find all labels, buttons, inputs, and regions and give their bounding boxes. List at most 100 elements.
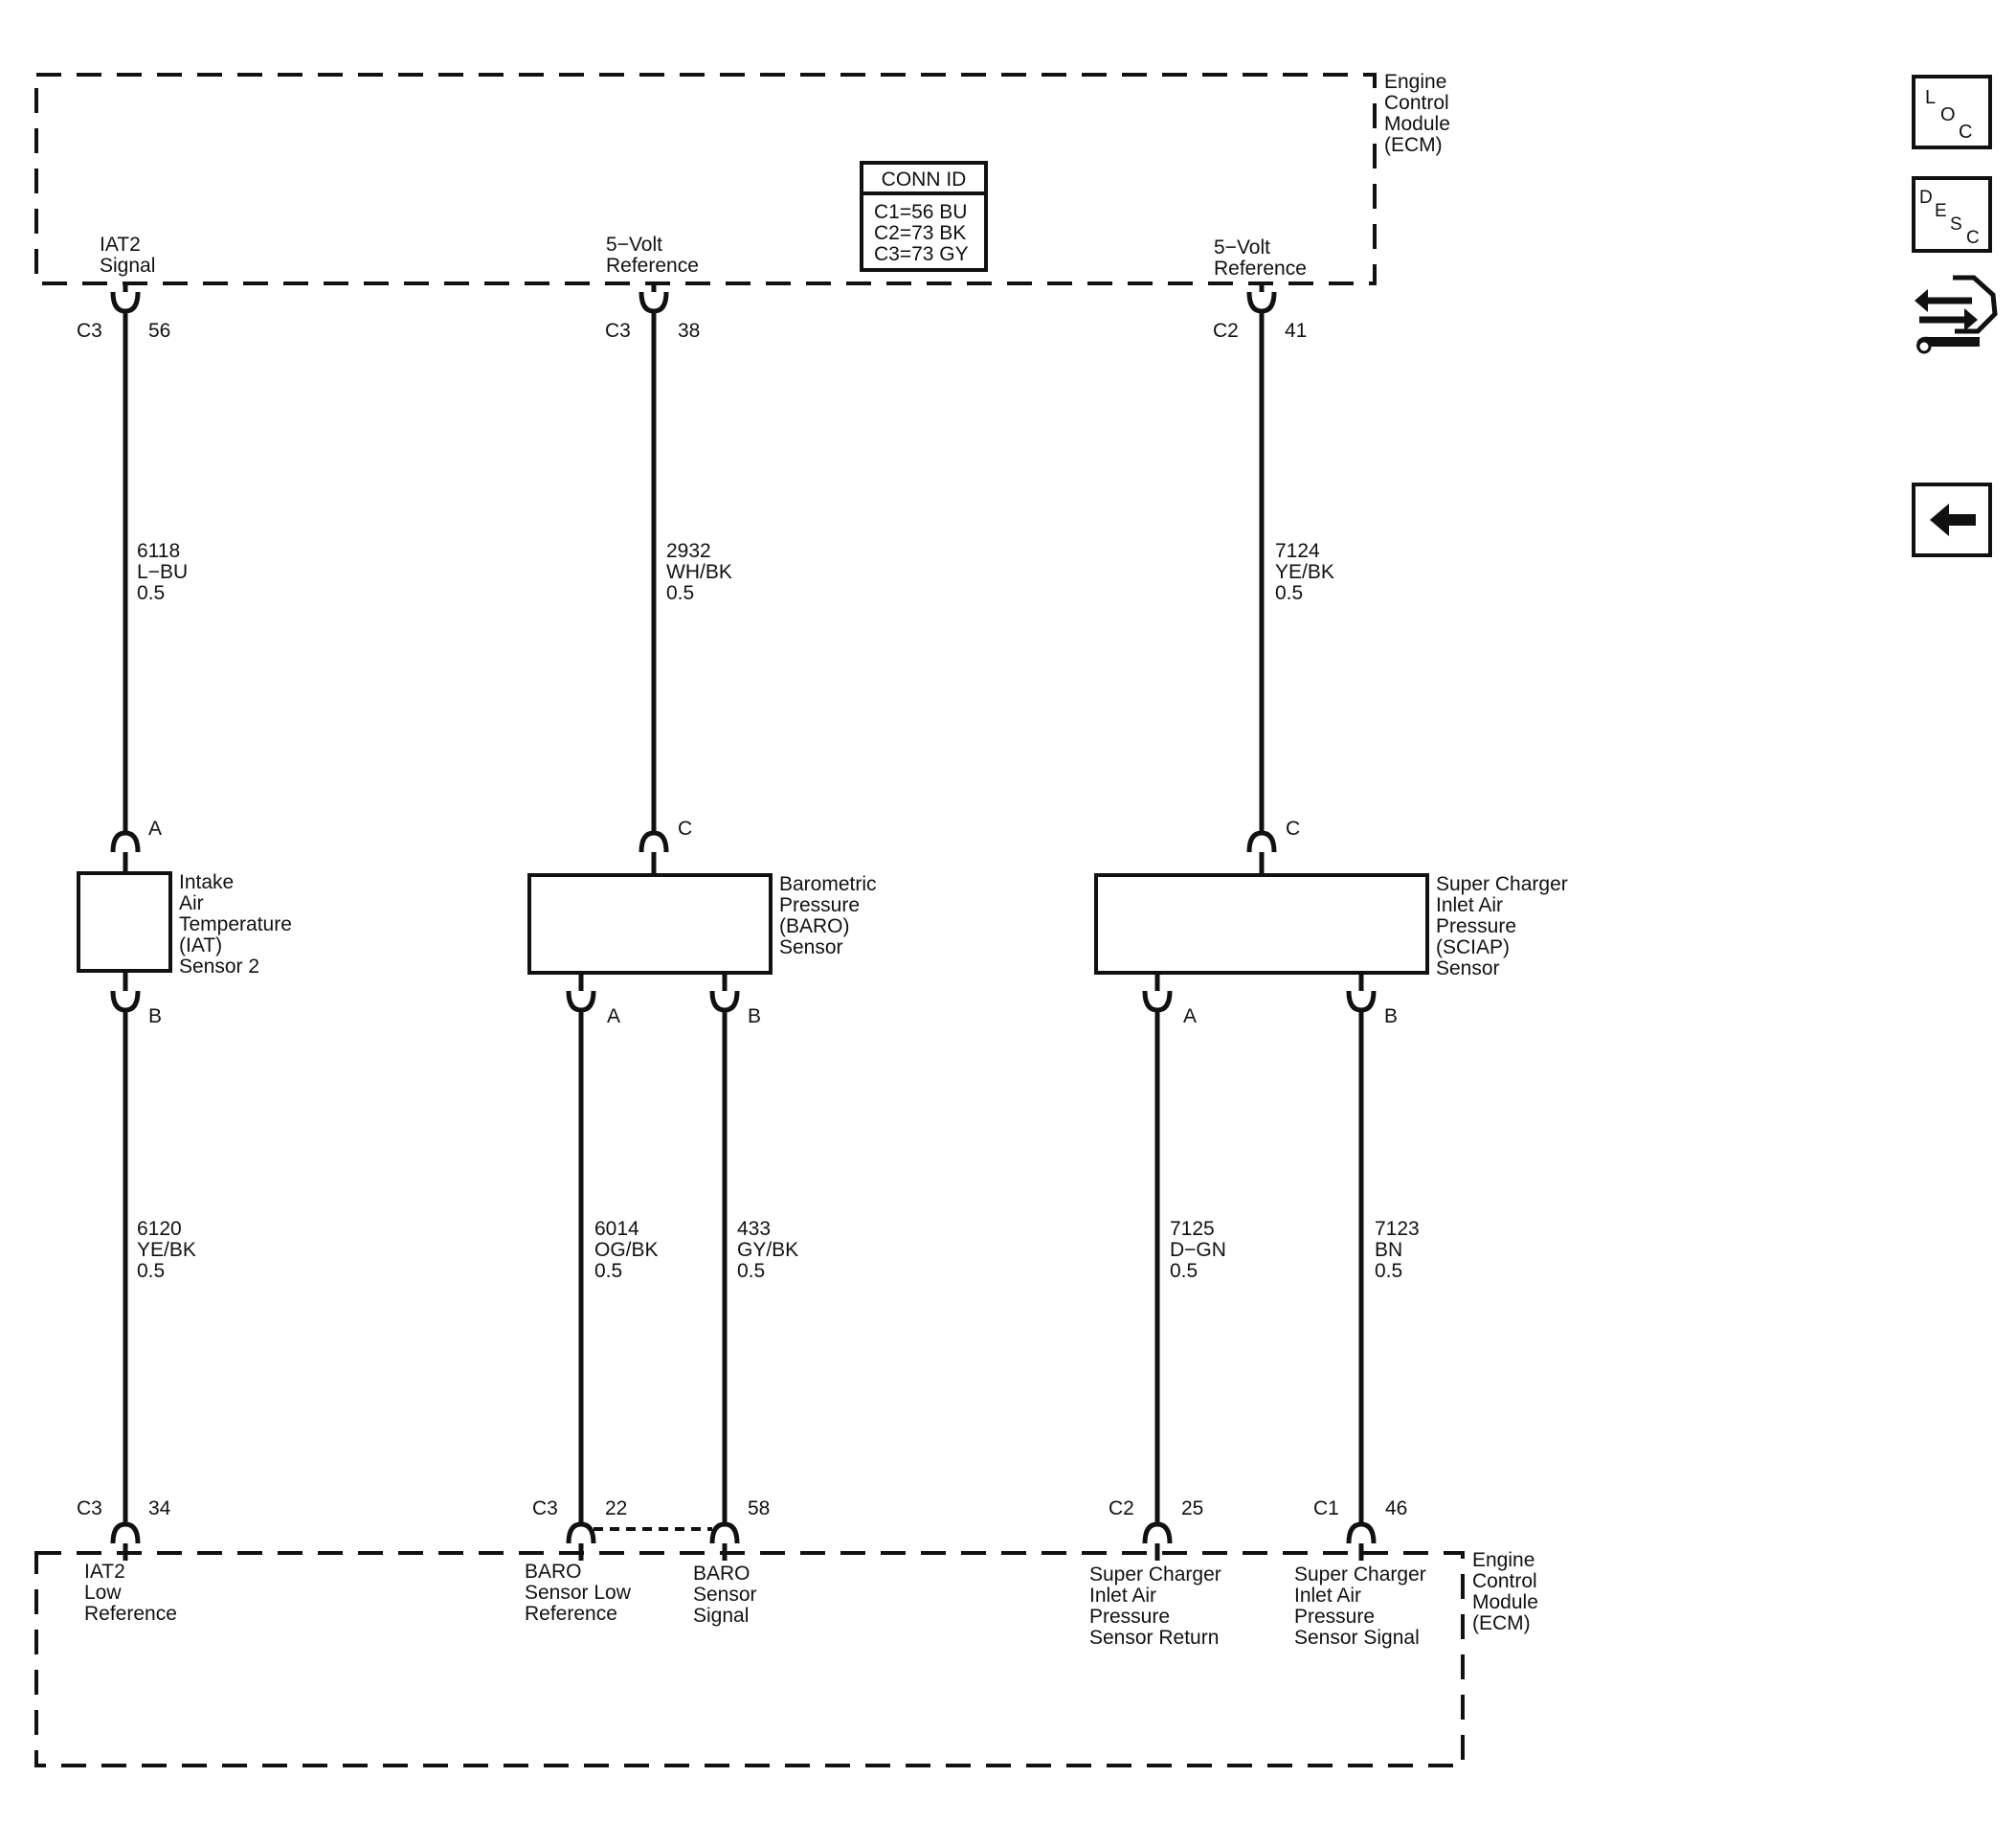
ecm-bottom-pin4-label-line4: Sensor Return <box>1089 1627 1219 1649</box>
ecm-bottom-pin2-label-line3: Reference <box>525 1603 617 1625</box>
sciap-sensor: Super Charger Inlet Air Pressure (SCIAP)… <box>1094 873 1568 979</box>
wire-6118-gauge: 0.5 <box>137 582 165 604</box>
ecm-bottom-pin5-label-line4: Sensor Signal <box>1294 1627 1420 1649</box>
ecm-bottom-pin1-label-line2: Low <box>84 1582 122 1604</box>
ecm-bottom-label-line3: Module <box>1472 1591 1538 1613</box>
wire-6014-color: OG/BK <box>594 1239 659 1261</box>
conn-id-row-c3: C3=73 GY <box>874 243 969 265</box>
back-button[interactable] <box>1912 483 1992 557</box>
iat-sensor-pin-b: B <box>148 1005 162 1027</box>
ecm-bottom-pin1-label-line1: IAT2 <box>84 1561 125 1583</box>
ecm-top-pin3-label-line2: Reference <box>1214 258 1307 280</box>
svg-text:D: D <box>1919 188 1933 208</box>
ecm-bottom-pin2-label-line2: Sensor Low <box>525 1582 632 1604</box>
iat-sensor: Intake Air Temperature (IAT) Sensor 2 <box>77 871 292 978</box>
ecm-top-pin1-label-line1: IAT2 <box>100 234 141 256</box>
ecm-bottom-pin5-label-line2: Inlet Air <box>1294 1585 1361 1607</box>
svg-text:L: L <box>1925 87 1936 108</box>
svg-text:S: S <box>1950 214 1962 235</box>
wire-6014-circuit: 6014 <box>594 1218 639 1240</box>
wire-2932-circuit: 2932 <box>666 540 711 562</box>
baro-sensor-pin-a: A <box>607 1005 620 1027</box>
ecm-top-pin3-label-line1: 5−Volt <box>1214 236 1270 259</box>
conn-id-row-c2: C2=73 BK <box>874 222 966 244</box>
conn-id-row-c1: C1=56 BU <box>874 201 967 223</box>
sciap-sensor-pin-c: C <box>1286 818 1300 840</box>
ecm-bottom-pin5-connector: C1 <box>1313 1497 1339 1519</box>
baro-sensor: Barometric Pressure (BARO) Sensor <box>527 873 877 975</box>
ecm-bottom-pin2-label-line1: BARO <box>525 1561 582 1583</box>
wire-6120-color: YE/BK <box>137 1239 196 1261</box>
ecm-bottom-pin1-connector: C3 <box>77 1497 102 1519</box>
ecm-bottom-label-line2: Control <box>1472 1570 1537 1592</box>
wire-7123-gauge: 0.5 <box>1375 1260 1402 1282</box>
baro-sensor-name-line1: Barometric <box>779 873 877 895</box>
conn-id-box: CONN ID C1=56 BU C2=73 BK C3=73 GY <box>860 161 988 272</box>
iat-sensor-pin-a: A <box>148 818 162 840</box>
circuit-baro-5v-reference: C3 38 2932 WH/BK 0.5 C <box>605 283 732 875</box>
iat-sensor-name-line2: Air <box>179 892 204 914</box>
sciap-sensor-pin-a: A <box>1183 1005 1197 1027</box>
desc-icon: D E S C <box>1919 188 1980 248</box>
ecm-bottom-pin2-number: 22 <box>605 1497 627 1519</box>
sciap-sensor-name-line2: Inlet Air <box>1436 894 1503 916</box>
iat-sensor-name-line1: Intake <box>179 871 234 893</box>
ecm-bottom-pin1-number: 34 <box>148 1497 171 1519</box>
circuit-sciap-return: A 7125 D−GN 0.5 C2 25 <box>1109 973 1226 1561</box>
ecm-bottom-pin4-label-line1: Super Charger <box>1089 1563 1221 1586</box>
ecm-top-label-line2: Control <box>1384 92 1449 114</box>
wire-6120-gauge: 0.5 <box>137 1260 165 1282</box>
baro-sensor-pin-b: B <box>748 1005 761 1027</box>
ecm-bottom-pin3-number: 58 <box>748 1497 770 1519</box>
ecm-bottom-pin3-label-line2: Sensor <box>693 1584 757 1606</box>
ecm-bottom-pin5-number: 46 <box>1385 1497 1407 1519</box>
ecm-bottom-label-line4: (ECM) <box>1472 1612 1531 1634</box>
desc-button[interactable]: D E S C <box>1912 176 1992 253</box>
baro-sensor-pin-c: C <box>678 818 692 840</box>
wire-6118-circuit: 6118 <box>137 540 180 562</box>
back-arrow-icon <box>1930 504 1976 536</box>
circuit-sciap-5v-reference: C2 41 7124 YE/BK 0.5 C <box>1213 283 1334 875</box>
svg-text:O: O <box>1940 104 1956 125</box>
ecm-bottom-label-line1: Engine <box>1472 1549 1534 1571</box>
circuit-baro-signal: B 433 GY/BK 0.5 58 <box>709 973 798 1561</box>
ecm-bottom-pin3-label-line3: Signal <box>693 1605 749 1627</box>
loc-button[interactable]: L O C <box>1912 75 1992 149</box>
iat-sensor-name-line3: Temperature <box>179 913 292 935</box>
ecm-top-pin2-label-line1: 5−Volt <box>606 234 662 256</box>
sciap-sensor-name-line5: Sensor <box>1436 957 1500 979</box>
ecm-bottom-pin5-label-line1: Super Charger <box>1294 1563 1426 1586</box>
ecm-top-label-line4: (ECM) <box>1384 134 1443 156</box>
loc-icon: L O C <box>1925 87 1972 143</box>
circuit-iat2-low-reference: B 6120 YE/BK 0.5 C3 34 <box>77 971 196 1561</box>
ecm-bottom-pin4-number: 25 <box>1181 1497 1203 1519</box>
wire-2932-color: WH/BK <box>666 561 732 583</box>
wire-7125-circuit: 7125 <box>1170 1218 1215 1240</box>
ecm-bottom-pin4-label-line2: Inlet Air <box>1089 1585 1156 1607</box>
baro-sensor-name-line2: Pressure <box>779 894 860 916</box>
ecm-top-pin1-connector: C3 <box>77 320 102 342</box>
baro-sensor-name-line4: Sensor <box>779 936 843 958</box>
wire-6120-circuit: 6120 <box>137 1218 182 1240</box>
connector-route-button[interactable] <box>1915 275 1998 354</box>
iat-sensor-name-line5: Sensor 2 <box>179 956 259 978</box>
ecm-top-pin3-number: 41 <box>1285 320 1307 342</box>
wire-7124-color: YE/BK <box>1275 561 1334 583</box>
svg-text:C: C <box>1959 122 1972 143</box>
sciap-sensor-pin-b: B <box>1384 1005 1398 1027</box>
wire-7125-gauge: 0.5 <box>1170 1260 1198 1282</box>
circuit-iat2-signal: C3 56 6118 L−BU 0.5 A <box>77 283 188 873</box>
ecm-top-module: Engine Control Module (ECM) CONN ID C1=5… <box>34 71 1450 285</box>
wire-6014-gauge: 0.5 <box>594 1260 622 1282</box>
ecm-bottom-pin4-connector: C2 <box>1109 1497 1134 1519</box>
wire-433-color: GY/BK <box>737 1239 798 1261</box>
circuit-sciap-signal: B 7123 BN 0.5 C1 46 <box>1313 973 1420 1561</box>
wire-2932-gauge: 0.5 <box>666 582 694 604</box>
ecm-top-pin2-number: 38 <box>678 320 700 342</box>
ecm-top-pin1-label-line2: Signal <box>100 255 155 277</box>
wire-7123-circuit: 7123 <box>1375 1218 1420 1240</box>
iat-sensor-name-line4: (IAT) <box>179 934 222 956</box>
baro-sensor-name-line3: (BARO) <box>779 915 850 937</box>
circuit-baro-low-reference: A 6014 OG/BK 0.5 C3 22 <box>532 973 659 1561</box>
